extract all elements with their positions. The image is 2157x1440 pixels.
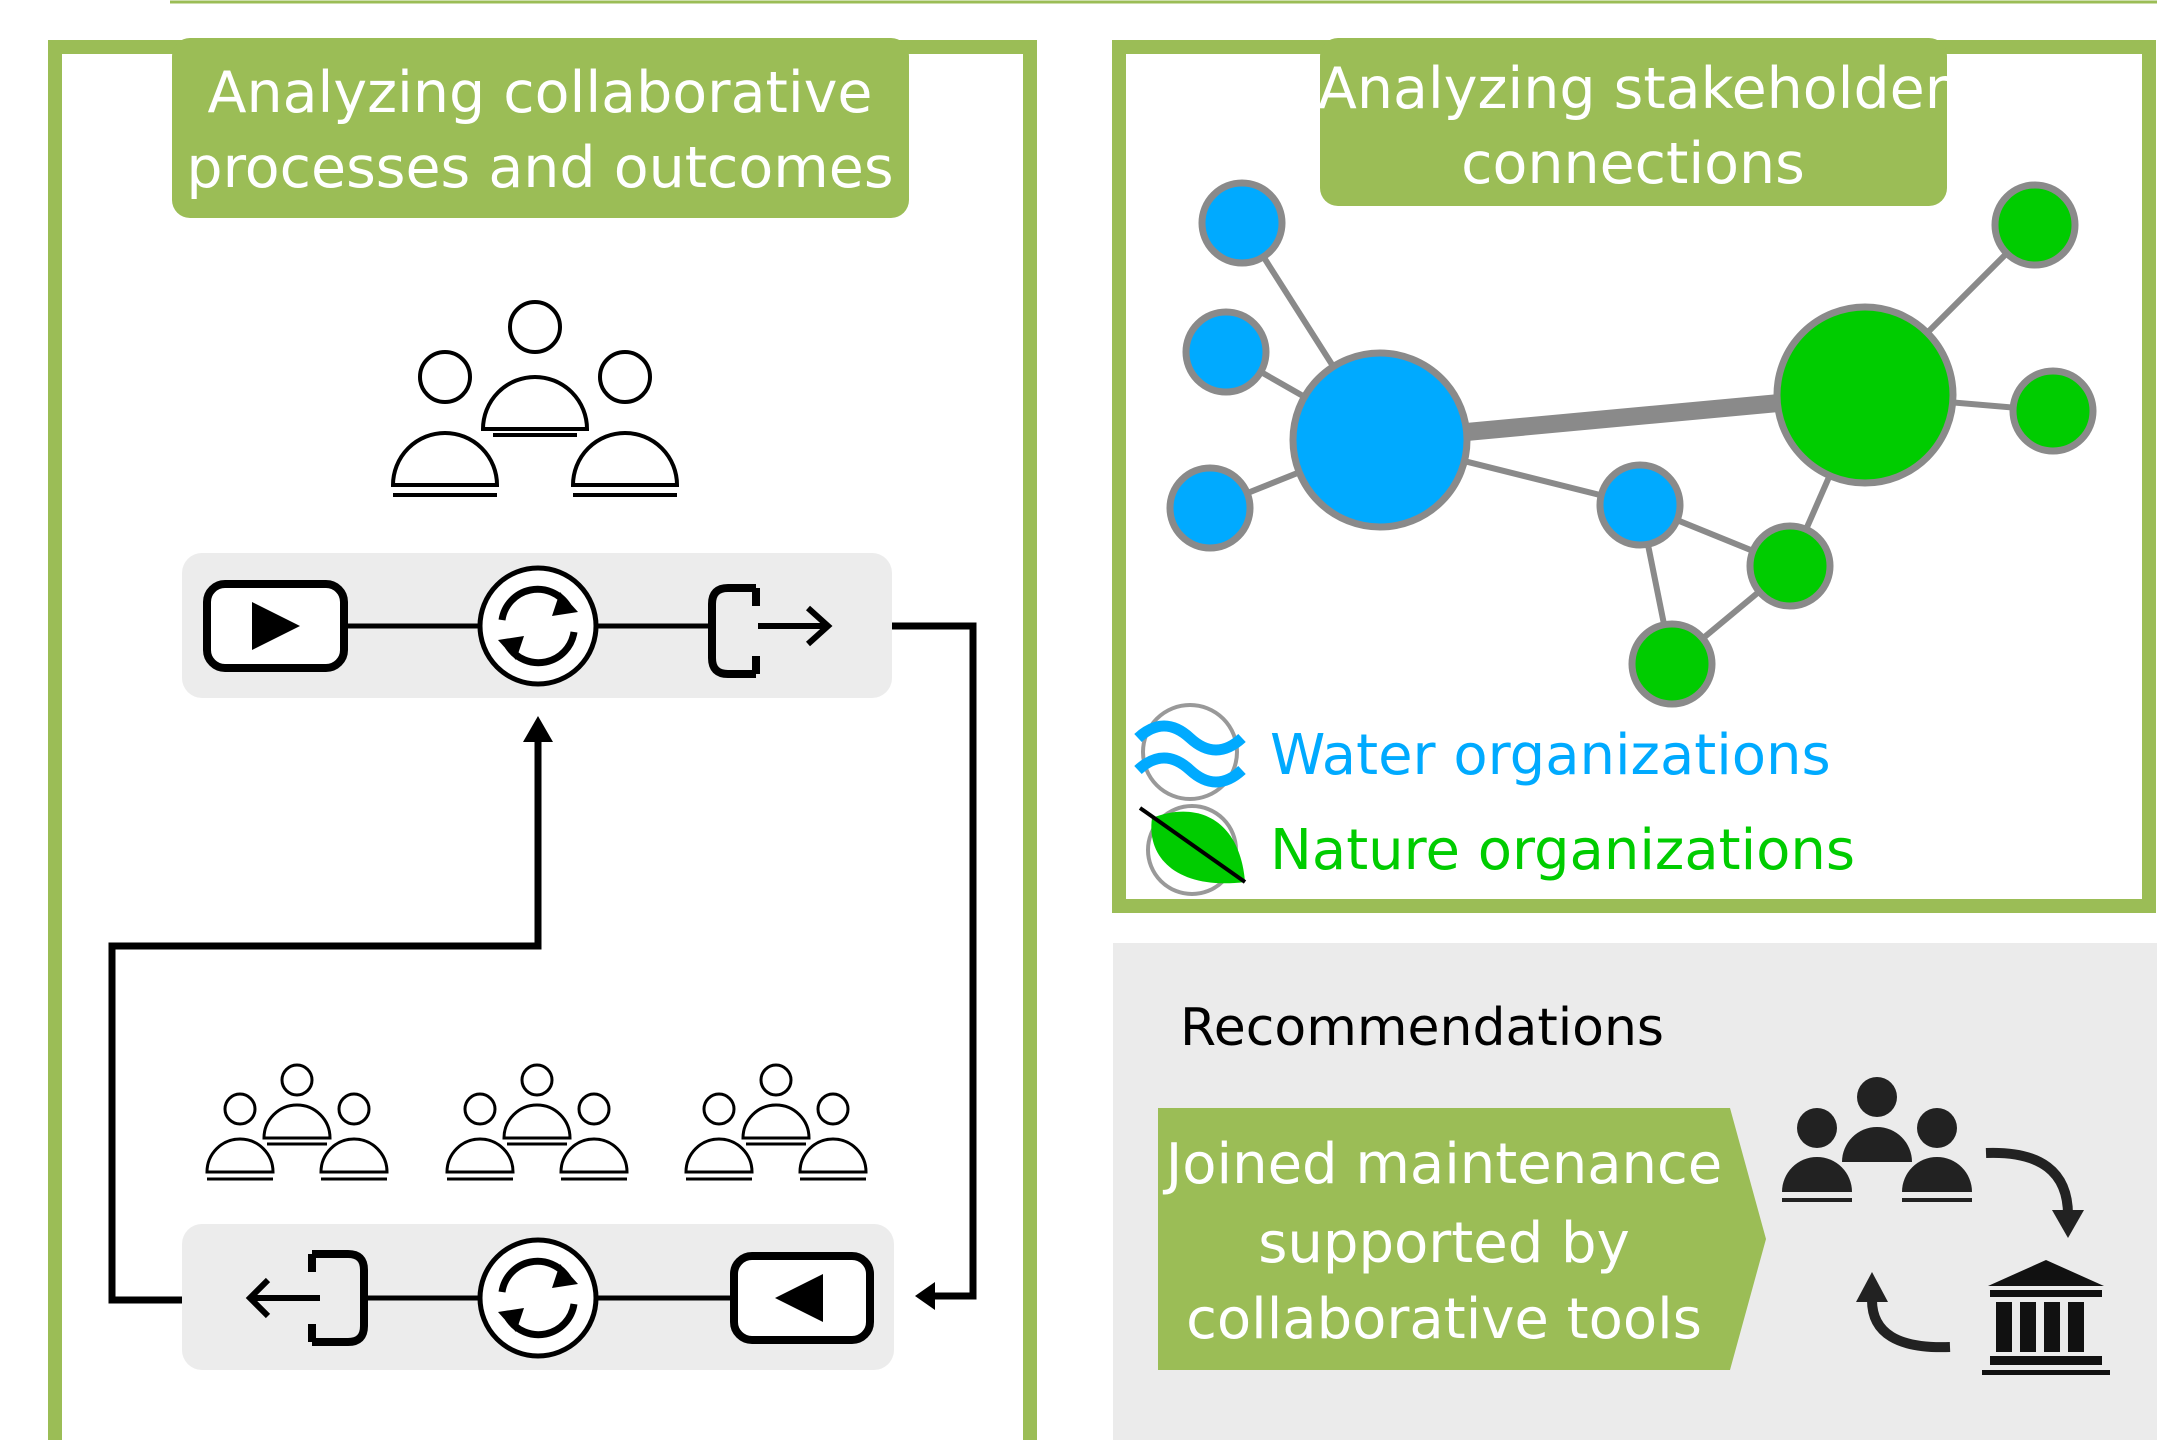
start-play-icon (203, 580, 348, 672)
left-panel-title-line2: processes and outcomes (186, 135, 893, 201)
rewind-icon (730, 1252, 874, 1344)
group-of-people-icon (391, 300, 679, 497)
water-organization-node (1166, 464, 1254, 552)
water-waves-icon (1134, 703, 1246, 801)
water-organization-node (1198, 179, 1286, 267)
group-of-people-icon (684, 1063, 868, 1181)
nature-organization-node (2009, 367, 2097, 455)
exit-icon (245, 1250, 368, 1346)
feedback-arrow-right (892, 622, 977, 1300)
cycle-icon (480, 1240, 596, 1356)
curved-arrow-icon (1985, 1147, 2084, 1238)
recommendation-arrow-box (1158, 1108, 1766, 1370)
recommendation-line1: Joined maintenance (1163, 1132, 1723, 1197)
recommendation-line2: supported by (1258, 1211, 1630, 1276)
left-panel-title-box (172, 38, 909, 218)
cycle-icon (480, 568, 596, 684)
water-organization-node (1182, 308, 1270, 396)
nature-organization-node (1746, 522, 1834, 610)
nature-organization-hub-node (1773, 303, 1957, 487)
legend: Water organizations Nature organizations (1134, 703, 1855, 896)
leaf-icon (1138, 804, 1247, 896)
recommendations-panel: Recommendations Joined maintenance suppo… (1113, 943, 2157, 1440)
network-nodes (1166, 179, 2097, 708)
network-panel-title-box (1320, 38, 1947, 206)
group-of-people-icon (445, 1063, 629, 1181)
stakeholder-group-icon (1782, 1077, 1972, 1202)
legend-nature-label: Nature organizations (1270, 818, 1855, 883)
group-of-people-icon (205, 1063, 389, 1181)
water-organization-node (1596, 461, 1684, 549)
feedback-arrow-left (108, 730, 542, 1304)
network-panel-title-line2: connections (1461, 131, 1805, 197)
recommendation-line3: collaborative tools (1186, 1287, 1702, 1352)
institution-building-icon (1982, 1260, 2110, 1375)
collaborative-processes-panel: Analyzing collaborative processes and ou… (48, 38, 1037, 1440)
stakeholder-connections-panel: Analyzing stakeholder connections (1112, 38, 2156, 913)
exit-icon (708, 584, 833, 678)
left-panel-title-line1: Analyzing collaborative (207, 60, 872, 126)
water-organization-hub-node (1289, 349, 1471, 531)
curved-arrow-icon (1856, 1272, 1951, 1353)
network-panel-title-line1: Analyzing stakeholder (1318, 56, 1949, 122)
legend-water-label: Water organizations (1270, 723, 1831, 788)
nature-organization-node (1991, 181, 2079, 269)
nature-organization-node (1628, 620, 1716, 708)
recommendations-heading: Recommendations (1180, 998, 1664, 1058)
